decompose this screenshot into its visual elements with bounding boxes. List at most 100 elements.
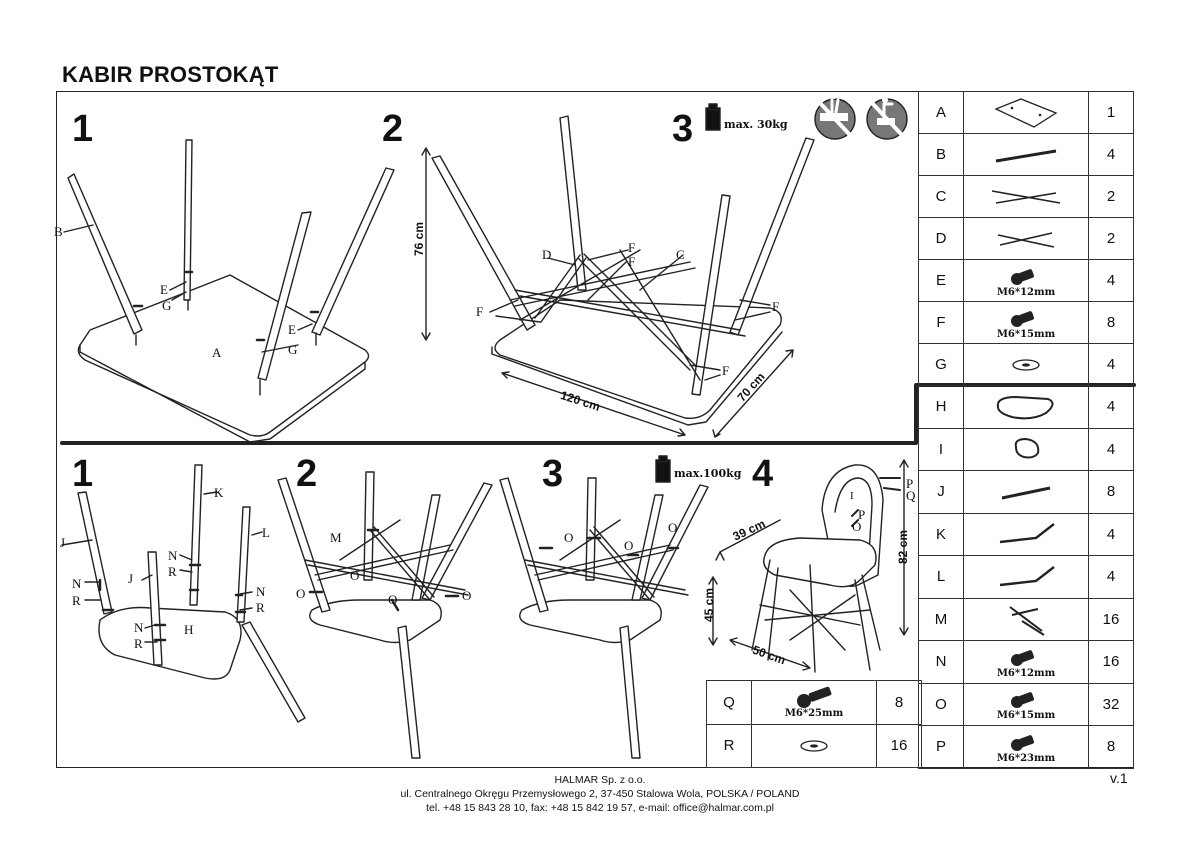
callout-q: Q [906,488,916,503]
part-picture: M6*25mm [751,680,877,725]
leg-icon [995,149,1057,162]
weight-icon-table [705,103,721,131]
part-picture [963,133,1089,176]
no-standing-icon [814,93,856,140]
part-letter: L [918,555,964,599]
callout-o-6: O [624,538,634,553]
callout-e-2: E [288,322,296,337]
callout-i: I [850,490,854,502]
callout-l: L [262,525,270,540]
part-quantity: 2 [1088,217,1134,260]
part-quantity: 4 [1088,555,1134,599]
part-letter: O [918,682,964,726]
callout-f-2: F [628,254,636,269]
part-picture [963,175,1089,218]
callout-n-4: N [134,620,144,635]
callout-r-3: R [256,600,265,615]
chair-step1-drawing [61,464,306,723]
cross-brace-icon [1009,606,1045,637]
table-max-load: max. 30kg [724,118,788,131]
callout-o-8: O [852,519,862,534]
part-letter: P [918,725,964,769]
part-quantity: 4 [1088,427,1134,471]
part-spec: M6*12mm [996,286,1056,298]
part-picture [963,217,1089,260]
chair-step-2-number: 2 [296,453,318,495]
part-picture [963,91,1089,134]
callout-o-4: O [462,588,472,603]
part-quantity: 4 [1088,343,1134,386]
instruction-frame [56,91,1134,768]
part-spec: M6*12mm [996,667,1056,679]
part-quantity: 16 [1088,640,1134,684]
part-quantity: 8 [1088,725,1134,769]
callout-f-4: F [772,299,780,314]
part-quantity: 16 [876,723,922,768]
callout-f-3: F [476,304,484,319]
callout-o-1: O [350,568,360,583]
callout-d: D [542,247,552,262]
part-quantity: 2 [1088,175,1134,218]
short-brace-icon [997,231,1055,248]
chair-step-1-number: 1 [72,453,94,495]
part-quantity: 4 [1088,512,1134,556]
callout-o-3: O [388,592,398,607]
callout-c: C [676,247,685,262]
callout-g-1: G [162,298,172,313]
part-letter: K [918,512,964,556]
callout-a: A [212,345,222,360]
chair-step3-drawing [499,477,709,759]
part-quantity: 8 [876,680,922,725]
part-letter: D [918,217,964,260]
callout-o-7: O [668,520,678,535]
part-picture [963,427,1089,471]
bolt-icon [1011,734,1034,751]
table-step-1-number: 1 [72,108,94,150]
part-letter: C [918,175,964,218]
callout-o-5: O [564,530,574,545]
part-picture: M6*15mm [963,301,1089,344]
callout-p-2: P [858,507,866,522]
part-spec: M6*15mm [996,328,1056,340]
part-spec: M6*23mm [996,752,1056,764]
footer: HALMAR Sp. z o.o. ul. Centralnego Okręgu… [0,773,1200,815]
part-letter: A [918,91,964,134]
version-label: v.1 [1110,770,1128,786]
part-letter: E [918,259,964,302]
callout-j-1: J [60,535,66,550]
seat-icon [996,395,1054,420]
callout-f-1: F [628,240,636,255]
callout-h: H [184,622,194,637]
back-leg-icon [999,523,1055,544]
part-picture: M6*12mm [963,259,1089,302]
part-quantity: 32 [1088,682,1134,726]
chair-height-dim: 82 cm [896,529,911,565]
callout-n-2: N [72,576,82,591]
part-letter: G [918,343,964,386]
long-brace-icon [991,189,1061,204]
part-letter: J [918,470,964,514]
chair-step4-drawing [708,459,909,673]
part-spec: M6*25mm [784,708,844,720]
part-quantity: 4 [1088,259,1134,302]
footer-address: ul. Centralnego Okręgu Przemysłowego 2, … [400,788,800,800]
part-picture [963,555,1089,599]
callout-n-1: N [168,548,178,563]
callout-b: B [54,224,63,239]
part-picture [751,723,877,768]
bolt-icon [1011,268,1034,285]
part-letter: M [918,597,964,641]
